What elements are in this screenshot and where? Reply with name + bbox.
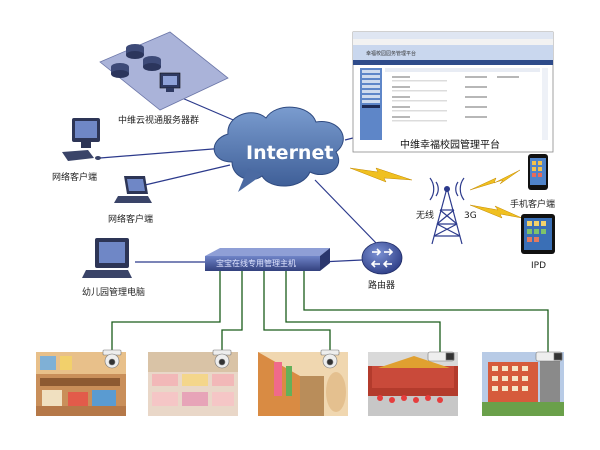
laptop-client-label: 网络客户端 — [108, 213, 153, 225]
camera-1-icon — [102, 349, 122, 369]
router-label: 路由器 — [368, 279, 395, 291]
link-camera-2 — [221, 271, 243, 352]
server-cluster-label: 中维云视通服务器群 — [118, 114, 199, 126]
lightning-left-icon — [349, 167, 413, 183]
camera-icons — [102, 349, 563, 369]
router-icon — [361, 241, 403, 275]
tower-icon — [429, 177, 465, 245]
camera-4-icon — [427, 351, 455, 362]
camera-3-icon — [320, 349, 340, 369]
pc-client: 网络客户端 — [52, 118, 101, 183]
internet-cloud: Internet — [213, 106, 344, 192]
kindergarten-keyboard-icon — [82, 270, 132, 278]
site-photo-classroom — [36, 352, 126, 416]
link-pc-cloud — [99, 147, 226, 159]
management-switch: 宝宝在线专用管理主机 — [205, 248, 330, 271]
platform-caption: 中维幸福校园管理平台 — [400, 138, 500, 151]
server-monitor-icon — [159, 72, 181, 92]
link-laptop-cloud — [144, 164, 231, 186]
platform-window: 幸福校园园务管理平台 中 — [352, 31, 554, 153]
tablet-label: IPD — [531, 261, 546, 271]
internet-label: Internet — [246, 142, 333, 164]
pc-mouse-icon — [95, 156, 101, 160]
mobile-phone: 手机客户端 — [510, 154, 555, 210]
tablet-device: IPD — [521, 214, 555, 271]
wireless-tower: 无线 3G — [416, 177, 477, 245]
link-camera-5 — [303, 271, 549, 352]
camera-5-icon — [535, 351, 563, 362]
tower-wireless-label: 无线 — [416, 209, 434, 221]
link-camera-1 — [111, 271, 221, 352]
laptop-client: 网络客户端 — [108, 176, 153, 225]
platform-sidebar — [360, 68, 382, 140]
camera-links — [111, 271, 549, 352]
pc-keyboard-icon — [62, 150, 94, 161]
phone-client-label: 手机客户端 — [510, 198, 555, 210]
site-photo-bedroom — [148, 352, 238, 416]
platform-window-title: 幸福校园园务管理平台 — [366, 50, 416, 57]
server-db-icon — [111, 44, 161, 78]
tower-3g-label: 3G — [464, 211, 477, 221]
server-cluster: 中维云视通服务器群 — [99, 31, 229, 126]
site-photo-building — [482, 352, 564, 416]
switch-label: 宝宝在线专用管理主机 — [216, 258, 296, 268]
lightning-icons — [349, 167, 523, 219]
link-camera-4 — [285, 271, 441, 352]
site-photo-courtyard — [368, 352, 458, 416]
kindergarten-pc: 幼儿园管理电脑 — [82, 238, 145, 298]
link-camera-3 — [263, 271, 331, 352]
kindergarten-pc-label: 幼儿园管理电脑 — [82, 286, 145, 298]
camera-2-icon — [212, 349, 232, 369]
router: 路由器 — [361, 241, 403, 291]
pc-client-label: 网络客户端 — [52, 171, 97, 183]
lightning-right-icon — [469, 169, 521, 191]
link-cloud-router — [314, 179, 379, 246]
